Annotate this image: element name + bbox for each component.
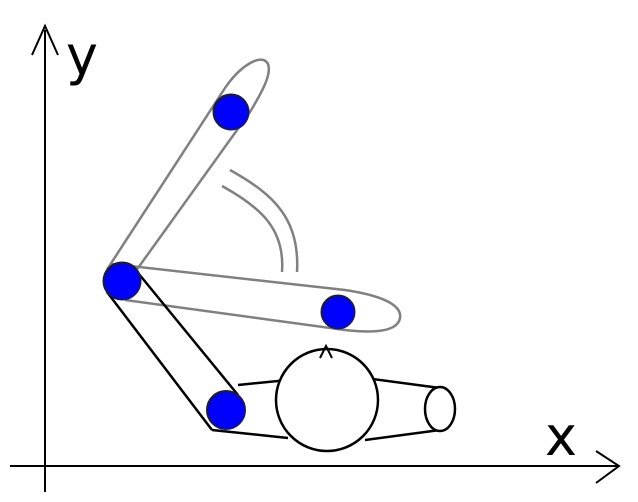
joint-top (212, 93, 250, 131)
motion-arc-outer (229, 168, 299, 273)
base-link-edge-outer (106, 291, 213, 431)
y-axis-arrowhead (31, 23, 59, 56)
base-body-cylinder-end (423, 385, 457, 433)
motion-arc-inner (221, 184, 284, 273)
x-axis-label: x (545, 405, 577, 468)
base-link (106, 267, 239, 431)
base-body-right-cylinder (364, 376, 441, 442)
upper-link-short (111, 262, 402, 333)
base-link-edge-inner (133, 267, 239, 396)
joint-elbow (102, 261, 142, 301)
x-axis-arrowhead (595, 450, 621, 484)
base-body-hub (274, 347, 380, 453)
y-axis-label: y (66, 24, 98, 87)
joint-tip (320, 294, 356, 330)
joints (102, 93, 356, 430)
base-body (211, 343, 457, 453)
axes: y x (10, 23, 621, 492)
upper-link-long (105, 58, 271, 270)
base-body-hub-marker (319, 343, 333, 359)
joint-base (206, 390, 246, 430)
upper-links (105, 58, 402, 333)
motion-arcs (221, 168, 299, 273)
